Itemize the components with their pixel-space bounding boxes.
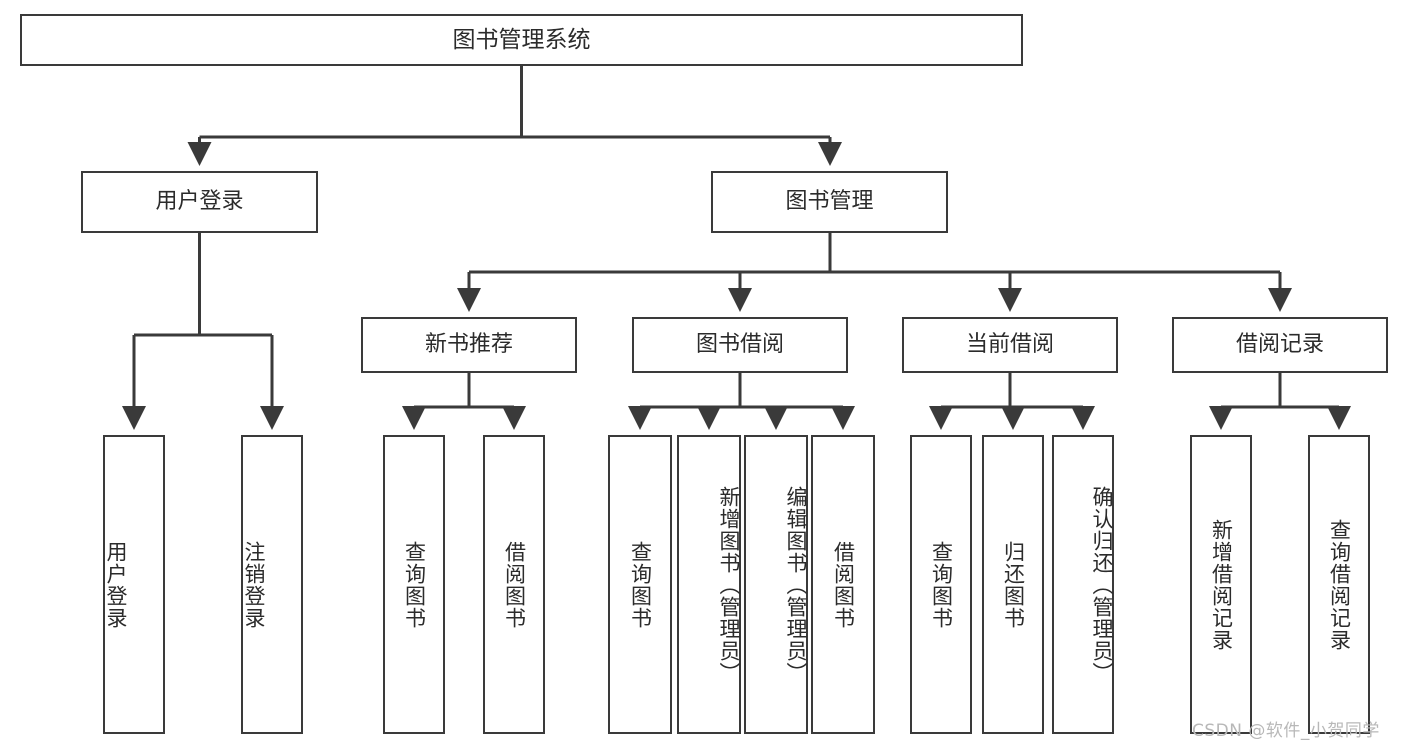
node-leaf-1-用户登录[interactable]: 用户登录 (103, 435, 165, 734)
node-leaf-12-新增借阅记录[interactable]: 新增借阅记录 (1190, 435, 1252, 734)
node-level2-2-图书借阅[interactable]: 图书借阅 (632, 317, 848, 373)
node-leaf-13-查询借阅记录[interactable]: 查询借阅记录 (1308, 435, 1370, 734)
node-level2-3-当前借阅[interactable]: 当前借阅 (902, 317, 1118, 373)
node-level1-1-用户登录[interactable]: 用户登录 (81, 171, 318, 233)
node-leaf-5-查询图书[interactable]: 查询图书 (608, 435, 672, 734)
node-leaf-9-查询图书[interactable]: 查询图书 (910, 435, 972, 734)
node-level2-1-新书推荐[interactable]: 新书推荐 (361, 317, 577, 373)
node-leaf-6-新增图书管理员[interactable]: 新增图书（管理员） (677, 435, 741, 734)
node-leaf-11-确认归还管理员[interactable]: 确认归还（管理员） (1052, 435, 1114, 734)
node-leaf-7-编辑图书管理员[interactable]: 编辑图书（管理员） (744, 435, 808, 734)
node-leaf-4-借阅图书[interactable]: 借阅图书 (483, 435, 545, 734)
node-leaf-8-借阅图书[interactable]: 借阅图书 (811, 435, 875, 734)
watermark: CSDN @软件_小贺同学 (1192, 721, 1380, 741)
node-leaf-2-注销登录[interactable]: 注销登录 (241, 435, 303, 734)
node-leaf-3-查询图书[interactable]: 查询图书 (383, 435, 445, 734)
node-level2-4-借阅记录[interactable]: 借阅记录 (1172, 317, 1388, 373)
node-level1-2-图书管理[interactable]: 图书管理 (711, 171, 948, 233)
node-leaf-10-归还图书[interactable]: 归还图书 (982, 435, 1044, 734)
node-root[interactable]: 图书管理系统 (20, 14, 1023, 66)
